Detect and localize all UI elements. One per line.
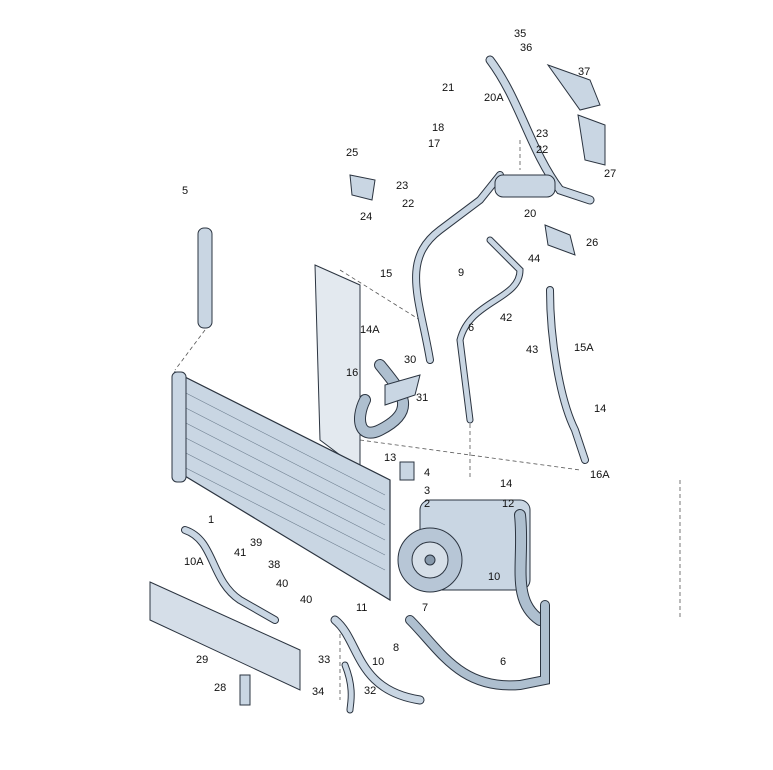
callout-15a: 15A [574, 342, 594, 354]
guide-lines [174, 140, 681, 700]
callout-30: 30 [404, 354, 417, 366]
callout-4: 4 [424, 467, 431, 479]
condenser-fins [179, 389, 386, 571]
callout-14: 14 [594, 403, 607, 415]
callout-12: 12 [502, 498, 515, 510]
callout-44: 44 [528, 253, 541, 265]
callout-25: 25 [346, 147, 359, 159]
callout-38: 38 [268, 559, 281, 571]
callout-27: 27 [604, 168, 617, 180]
callout-18: 18 [432, 122, 445, 134]
callout-41: 41 [234, 547, 247, 559]
callout-31: 31 [416, 392, 429, 404]
callout-20a: 20A [484, 92, 504, 104]
callout-22: 22 [402, 198, 415, 210]
callout-15: 15 [380, 268, 393, 280]
callout-20: 20 [524, 208, 537, 220]
callout-16: 16 [346, 367, 359, 379]
callout-37: 37 [578, 66, 591, 78]
sensor-28 [239, 674, 251, 706]
callout-23: 23 [536, 128, 549, 140]
callout-23: 23 [396, 180, 409, 192]
callout-28: 28 [214, 682, 227, 694]
compressor [397, 499, 531, 593]
callout-10: 10 [372, 656, 385, 668]
air-guide [149, 581, 301, 691]
callout-35: 35 [514, 28, 527, 40]
hoses [181, 55, 595, 714]
callout-22: 22 [536, 144, 549, 156]
callout-40: 40 [300, 594, 313, 606]
callout-10a: 10A [184, 556, 204, 568]
callout-16a: 16A [590, 469, 610, 481]
callout-42: 42 [500, 312, 513, 324]
callout-36: 36 [520, 42, 533, 54]
receiver-drier-tube [171, 371, 187, 483]
callout-6: 6 [468, 322, 475, 334]
callout-1: 1 [208, 514, 215, 526]
callout-13: 13 [384, 452, 397, 464]
callout-43: 43 [526, 344, 539, 356]
callout-8: 8 [393, 642, 400, 654]
callout-34: 34 [312, 686, 325, 698]
bracket-27 [577, 114, 606, 166]
callout-39: 39 [250, 537, 263, 549]
callout-3: 3 [424, 485, 431, 497]
receiver-drier [197, 227, 213, 329]
callout-7: 7 [422, 602, 429, 614]
callout-29: 29 [196, 654, 209, 666]
bracket-37 [546, 63, 601, 111]
callout-5: 5 [182, 185, 189, 197]
callout-21: 21 [442, 82, 455, 94]
callout-2: 2 [424, 498, 431, 510]
callout-11: 11 [356, 602, 368, 614]
bracket-26 [544, 224, 576, 256]
callout-26: 26 [586, 237, 599, 249]
callout-33: 33 [318, 654, 331, 666]
bracket-24 [349, 174, 376, 201]
callout-9: 9 [458, 267, 465, 279]
pressure-switch-4 [399, 461, 415, 481]
valve-20 [494, 174, 556, 198]
callout-40: 40 [276, 578, 289, 590]
callout-6: 6 [500, 656, 507, 668]
callout-14: 14 [500, 478, 513, 490]
callout-10: 10 [488, 571, 501, 583]
callout-14a: 14A [360, 324, 380, 336]
callout-24: 24 [360, 211, 373, 223]
callout-32: 32 [364, 685, 377, 697]
bracket-30 [384, 374, 421, 406]
callout-17: 17 [428, 138, 441, 150]
